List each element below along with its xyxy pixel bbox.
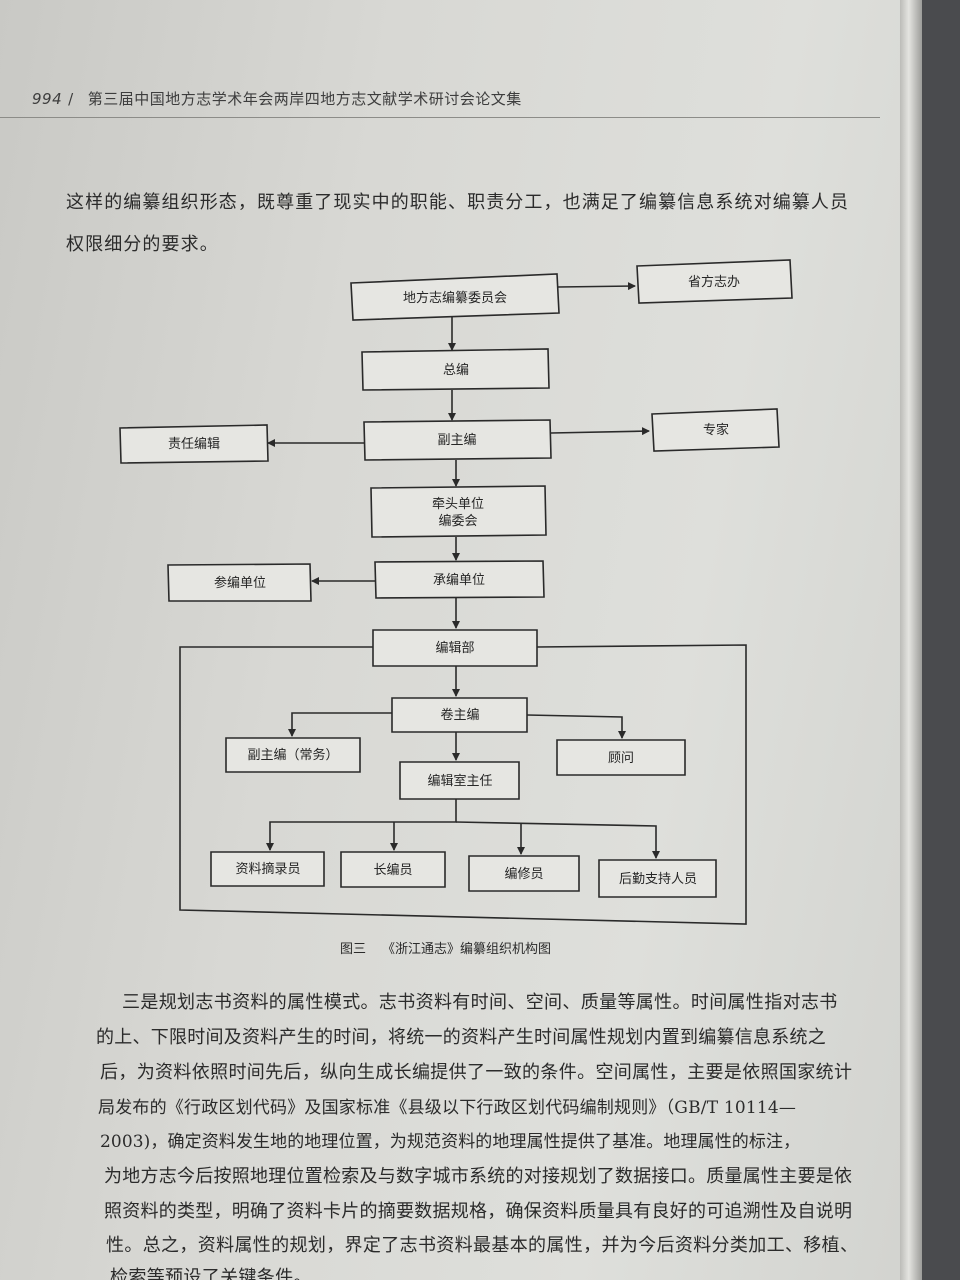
arrow-director-branch — [266, 799, 457, 851]
arrow-deputy-to-expert — [550, 427, 650, 436]
body-line-3: 后，为资料依照时间先后，纵向生成长编提供了一致的条件。空间属性，主要是依照国家统… — [100, 1062, 853, 1083]
body-line-5: 2003)，确定资料发生地的地理位置，为规范资料的地理属性提供了基准。地理属性的… — [100, 1132, 801, 1152]
figure-title: 《浙江通志》编纂组织机构图 — [382, 942, 552, 957]
node-label: 顾问 — [608, 751, 634, 766]
body-line-1: 三是规划志书资料的属性模式。志书资料有时间、空间、质量等属性。时间属性指对志书 — [122, 992, 838, 1013]
node-advisor: 顾问 — [556, 739, 686, 776]
org-chart: 地方志编纂委员会 省方志办 总编 副主编 责任编辑 专家 牵头单位 编委会 — [119, 259, 793, 925]
node-chief-editor: 总编 — [361, 348, 550, 391]
running-header: 994 / 第三届中国地方志学术年会两岸四地方志文献学术研讨会论文集 — [32, 88, 522, 109]
node-logistics-staff: 后勤支持人员 — [598, 859, 717, 898]
node-label: 副主编（常务） — [247, 747, 338, 763]
node-label: 编修员 — [504, 867, 543, 882]
book-title: 第三届中国地方志学术年会两岸四地方志文献学术研讨会论文集 — [87, 90, 522, 108]
node-label: 编辑室主任 — [427, 773, 492, 789]
node-provincial-office: 省方志办 — [636, 259, 793, 304]
node-deputy-editor: 副主编 — [363, 419, 552, 461]
page-edge — [900, 0, 922, 1280]
node-label: 参编单位 — [214, 575, 266, 591]
node-label-line2: 编委会 — [438, 514, 477, 529]
body-line-8: 性。总之，资料属性的规划，界定了志书资料最基本的属性，并为今后资料分类加工、移植… — [106, 1235, 859, 1256]
header-separator: / — [68, 90, 74, 108]
node-deputy-editor-exec: 副主编（常务） — [225, 737, 361, 773]
node-label: 专家 — [703, 422, 729, 438]
node-longform-editor: 长编员 — [340, 851, 446, 888]
node-participating-unit: 参编单位 — [167, 563, 312, 602]
node-volume-editor: 卷主编 — [391, 697, 528, 733]
node-label-line1: 牵头单位 — [432, 497, 484, 512]
node-office-director: 编辑室主任 — [399, 761, 520, 800]
node-label: 地方志编纂委员会 — [403, 290, 507, 306]
node-data-excerpter: 资料摘录员 — [210, 851, 325, 887]
node-label: 省方志办 — [688, 274, 740, 290]
node-responsible-editor: 责任编辑 — [119, 424, 269, 464]
node-editorial-dept: 编辑部 — [372, 629, 538, 667]
node-label: 卷主编 — [440, 707, 479, 723]
arrow-committee-to-province — [557, 282, 636, 291]
node-reviser: 编修员 — [468, 855, 580, 892]
node-undertaking-unit: 承编单位 — [374, 560, 545, 599]
node-label: 资料摘录员 — [235, 861, 300, 877]
figure-number: 图三 — [340, 942, 367, 957]
figure-caption: 图三《浙江通志》编纂组织机构图 — [340, 938, 551, 957]
body-line-6: 为地方志今后按照地理位置检索及与数字城市系统的对接规划了数据接口。质量属性主要是… — [104, 1166, 853, 1187]
book-page: 994 / 第三届中国地方志学术年会两岸四地方志文献学术研讨会论文集 这样的编纂组织… — [0, 0, 922, 1280]
body-line-7: 照资料的类型，明确了资料卡片的摘要数据规格，确保资料质量具有良好的可追溯性及自说… — [104, 1201, 853, 1222]
body-line-9: 检索等预设了关键条件。 — [110, 1267, 312, 1280]
node-label: 长编员 — [373, 863, 412, 878]
node-compilation-committee: 地方志编纂委员会 — [350, 273, 560, 321]
arrow-volume-to-deputy-exec — [288, 712, 392, 737]
node-label: 总编 — [443, 363, 469, 378]
body-line-4: 局发布的《行政区划代码》及国家标准《县级以下行政区划代码编制规则》（GB/T 1… — [98, 1098, 797, 1118]
arrow-director-to-logistics — [455, 821, 660, 859]
node-lead-unit-committee: 牵头单位 编委会 — [370, 485, 547, 538]
node-expert: 专家 — [651, 408, 780, 452]
node-label: 责任编辑 — [168, 437, 220, 452]
body-line-2: 的上、下限时间及资料产生的时间，将统一的资料产生时间属性规划内置到编纂信息系统之 — [96, 1027, 826, 1048]
node-label: 编辑部 — [435, 641, 474, 656]
node-label: 承编单位 — [433, 573, 485, 588]
intro-line-1: 这样的编纂组织形态，既尊重了现实中的职能、职责分工，也满足了编纂信息系统对编纂人… — [66, 192, 850, 213]
arrow-volume-to-advisor — [526, 714, 626, 739]
node-label: 后勤支持人员 — [619, 872, 697, 887]
page-number: 994 — [32, 90, 63, 108]
intro-line-2: 权限细分的要求。 — [66, 234, 219, 255]
node-label: 副主编 — [437, 433, 476, 448]
header-rule — [0, 117, 880, 118]
editorial-frame — [179, 644, 747, 925]
